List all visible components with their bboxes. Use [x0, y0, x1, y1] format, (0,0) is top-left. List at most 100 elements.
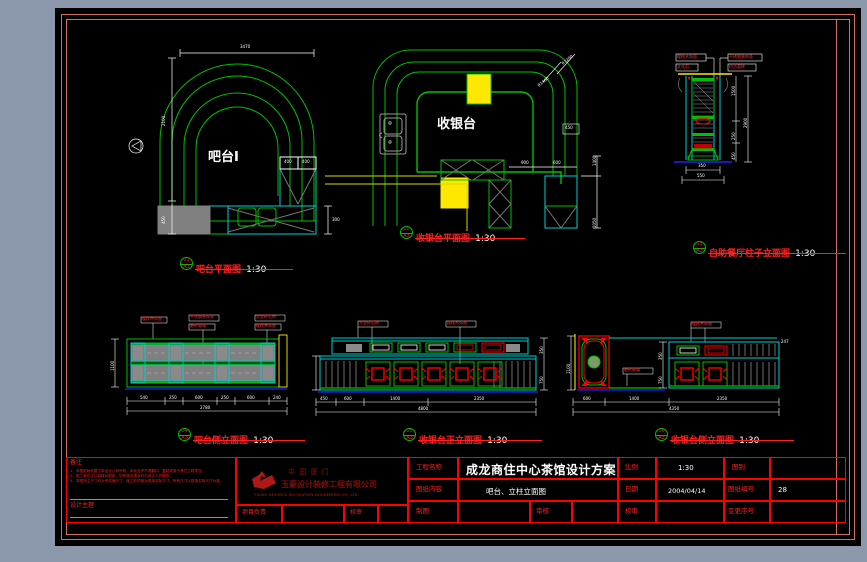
reviewer-value-cell[interactable] [378, 505, 408, 523]
dim-v3-w2: 550 [697, 173, 705, 178]
dim-v6-edge: 247 [781, 339, 789, 344]
note-v3-3: 不锈钢装饰条 [729, 54, 753, 59]
project-name-label-cell [408, 457, 458, 479]
date-value: 2004/04/14 [668, 487, 706, 495]
project-name-value-cell[interactable] [458, 457, 618, 479]
drawing-canvas[interactable]: 3470 2100 450 400 400 300 吧台Ⅰ 01 A3 吧台平面… [55, 8, 861, 546]
date-value-cell[interactable] [656, 479, 724, 501]
dim-v1-height: 2100 [161, 115, 166, 126]
approver-label: 审核 [536, 507, 549, 515]
view-label-04[interactable]: 吧台侧立面图 1:30 [194, 428, 273, 447]
view-tag-06[interactable]: 06 A3 [655, 428, 668, 441]
view-tag-03[interactable]: 03 A3 [693, 241, 706, 254]
design-manager-label: 设计主理 [70, 502, 95, 509]
dim-v1-width: 3470 [240, 44, 251, 49]
dim-v1-cab-b: 400 [302, 159, 310, 164]
dim-v1-base: 450 [161, 216, 166, 224]
view-label-05[interactable]: 收银台正立面图 1:30 [419, 428, 507, 447]
dim-v4-total: 2780 [200, 405, 211, 410]
view-tag-05-num: 05 [406, 428, 413, 434]
drawing-type-label-cell [724, 457, 770, 479]
drafter-label-cell [408, 501, 458, 523]
dim-v2-h2: 1050 [592, 217, 597, 228]
title-block[interactable]: 备注 1、本图纸版权属于本设计公司所有，未经允许不得翻印、复制或用于其它工程项目… [66, 457, 850, 535]
dim-v5-total: 4800 [418, 406, 429, 411]
company-country-city: 中 国 厦 门 [288, 468, 330, 476]
note-v6-2: 磨砂玻璃 [624, 367, 640, 372]
project-lead-value-cell[interactable] [282, 505, 344, 523]
view-label-03[interactable]: 自助餐厅柱子立面图 1:30 [709, 241, 815, 260]
view-cashier-front-elevation[interactable]: 黑金砂石材 樱桃木饰面 450 600 1400 2350 4800 350 7… [310, 318, 575, 423]
sheet-frame-outer [61, 14, 855, 540]
approver-value-cell[interactable] [572, 501, 618, 523]
check-label: 校审 [625, 507, 638, 515]
note-v4-3: 磨砂玻璃 [190, 323, 206, 328]
dim-v6-h2: 750 [658, 376, 663, 384]
dim-v5-b: 600 [344, 396, 352, 401]
view-tag-02[interactable]: 02 A3 [400, 226, 413, 239]
drafter-label: 制图 [416, 507, 429, 515]
view-tag-04-num: 04 [181, 428, 188, 434]
revision-label: 变更序号 [728, 507, 754, 515]
project-lead-label: 项目负责 [242, 509, 267, 516]
dim-v4-b: 250 [169, 395, 177, 400]
notes-rule-1 [70, 499, 228, 500]
scale-value-cell[interactable] [656, 457, 724, 479]
view-label-02-name: 收银台平面图 [416, 234, 471, 244]
note-v4-5: 樱桃木饰面 [256, 323, 276, 328]
drafter-value-cell[interactable] [458, 501, 530, 523]
company-name-en: YUHAO DESIGN & DECORATION ENGINEERING CO… [254, 493, 359, 497]
view-tag-05-sheet: A3 [406, 434, 413, 441]
approver-label-cell [530, 501, 572, 523]
view-label-06-scale: 1:30 [739, 436, 760, 446]
view-cashier-side-elevation[interactable]: 樱桃木饰面 磨砂玻璃 1100 350 750 600 1400 2350 43… [565, 318, 810, 423]
view-label-06[interactable]: 收银台侧立面图 1:30 [671, 428, 759, 447]
view-tag-04[interactable]: 04 A3 [178, 428, 191, 441]
drawing-no-label-cell [724, 479, 770, 501]
dim-v4-f: 240 [273, 395, 281, 400]
reviewer-label-cell [344, 505, 378, 523]
drawing-content-label: 图纸内容 [416, 485, 442, 493]
note-v4-1: 樱桃木饰面 [142, 316, 162, 321]
view-tag-01-num: 01 [183, 257, 190, 263]
view-column-elevation[interactable]: 1500 2900 250 450 350 550 樱桃木饰面 文化石 不锈钢装… [670, 48, 800, 238]
view-label-05-scale: 1:30 [487, 436, 508, 446]
date-label: 日期 [625, 485, 638, 493]
view-label-02[interactable]: 收银台平面图 1:30 [416, 226, 495, 245]
view-tag-01[interactable]: 01 A3 [180, 257, 193, 270]
drawing-content-label-cell [408, 479, 458, 501]
dim-v5-a: 450 [320, 396, 328, 401]
view-label-02-scale: 1:30 [475, 234, 496, 244]
view-label-03-scale: 1:30 [795, 249, 816, 259]
drawing-content-value-cell[interactable] [458, 479, 618, 501]
view-bar-counter-plan[interactable]: 3470 2100 450 400 400 300 吧台Ⅰ [128, 36, 350, 251]
dim-v2-side: 450 [565, 125, 573, 130]
view-label-04-name: 吧台侧立面图 [194, 436, 249, 446]
drawing-type-label: 图别 [732, 463, 745, 471]
drawing-type-value-cell[interactable] [770, 457, 846, 479]
dim-v3-b: 250 [731, 132, 736, 140]
company-bull-icon [252, 471, 276, 489]
check-label-cell [618, 501, 656, 523]
notes-heading: 备注 [70, 459, 83, 466]
view-label-04-scale: 1:30 [253, 436, 274, 446]
notes-rule-2 [70, 517, 228, 518]
view-label-01[interactable]: 吧台平面图 1:30 [196, 257, 266, 276]
dim-v4-c: 600 [195, 395, 203, 400]
check-value-cell[interactable] [656, 501, 724, 523]
drawing-no-value-cell[interactable] [770, 479, 846, 501]
view-cashier-plan[interactable]: 收银台 R1200 R1400 450 900 600 1400 1050 [325, 36, 615, 241]
project-lead-label-cell [236, 505, 282, 523]
drawing-no-value: 28 [778, 486, 787, 494]
dim-v5-h1: 350 [539, 346, 544, 354]
sheet-frame-inner [66, 19, 850, 535]
view-bar-side-elevation[interactable]: 樱桃木饰面 不锈钢装饰条 磨砂玻璃 黑金砂石材 樱桃木饰面 1100 540 2… [95, 313, 330, 418]
dim-v5-d: 2350 [474, 396, 485, 401]
project-name-label: 工程名称 [416, 463, 442, 471]
dim-v6-total: 4350 [669, 406, 680, 411]
revision-value-cell[interactable] [770, 501, 846, 523]
dim-v1-depth: 300 [332, 217, 340, 222]
dim-v6-h1: 350 [658, 352, 663, 360]
view-tag-05[interactable]: 05 A3 [403, 428, 416, 441]
